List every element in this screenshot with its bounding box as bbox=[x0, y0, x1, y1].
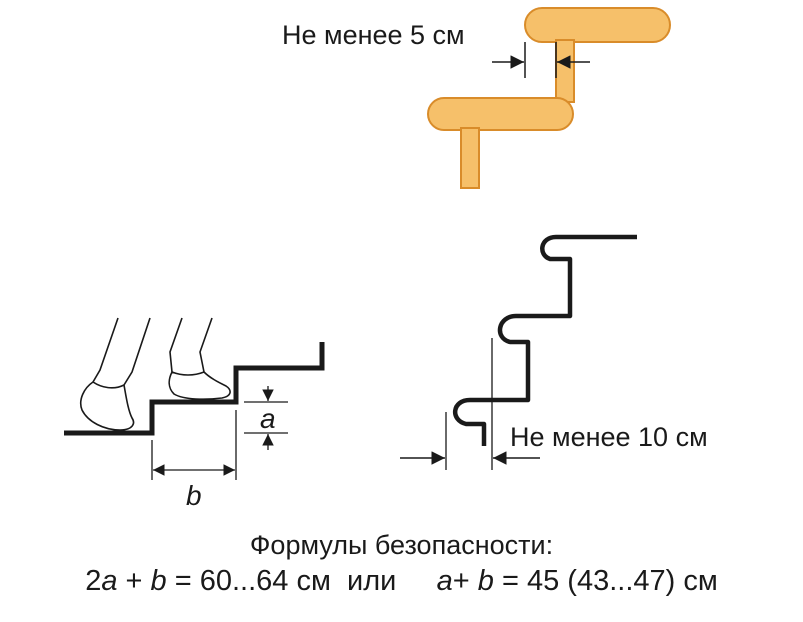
var-a-label: a bbox=[260, 403, 276, 434]
formula1-var-b: b bbox=[150, 565, 167, 597]
formula-line: 2a + b = 60...64 см или a+ b = 45 (43...… bbox=[0, 565, 803, 598]
formula1-plus: + bbox=[117, 565, 151, 597]
formula-title: Формулы безопасности: bbox=[249, 530, 554, 560]
leg-front bbox=[169, 317, 213, 373]
var-b-label: b bbox=[186, 480, 202, 511]
formula2-var-b: b bbox=[477, 565, 494, 597]
lower-riser bbox=[460, 127, 480, 189]
stair-profile-line bbox=[64, 342, 325, 436]
overhang-profile-figure: Не менее 10 см bbox=[400, 234, 708, 470]
leg-rear bbox=[92, 317, 151, 386]
formula1-result: = 60...64 см или bbox=[166, 565, 437, 597]
overhang-label: Не менее 5 см bbox=[282, 20, 465, 50]
formula2-result: = 45 (43...47) см bbox=[493, 565, 718, 597]
lower-tread bbox=[427, 97, 574, 131]
formula1-coef: 2 bbox=[85, 565, 102, 597]
stair-profile-figure: a b bbox=[64, 317, 325, 511]
formula2-var-a: a bbox=[436, 565, 453, 597]
offset-label: Не менее 10 см bbox=[510, 422, 708, 452]
upper-tread bbox=[524, 7, 671, 43]
shoe-rear-icon bbox=[79, 381, 135, 431]
shoe-front-icon bbox=[168, 370, 231, 400]
overhang-profile-line bbox=[453, 234, 637, 446]
wooden-stair-figure: Не менее 5 см bbox=[282, 7, 671, 189]
upper-riser bbox=[555, 39, 575, 103]
formula2-plus: + bbox=[452, 565, 478, 597]
formula1-var-a: a bbox=[101, 565, 118, 597]
